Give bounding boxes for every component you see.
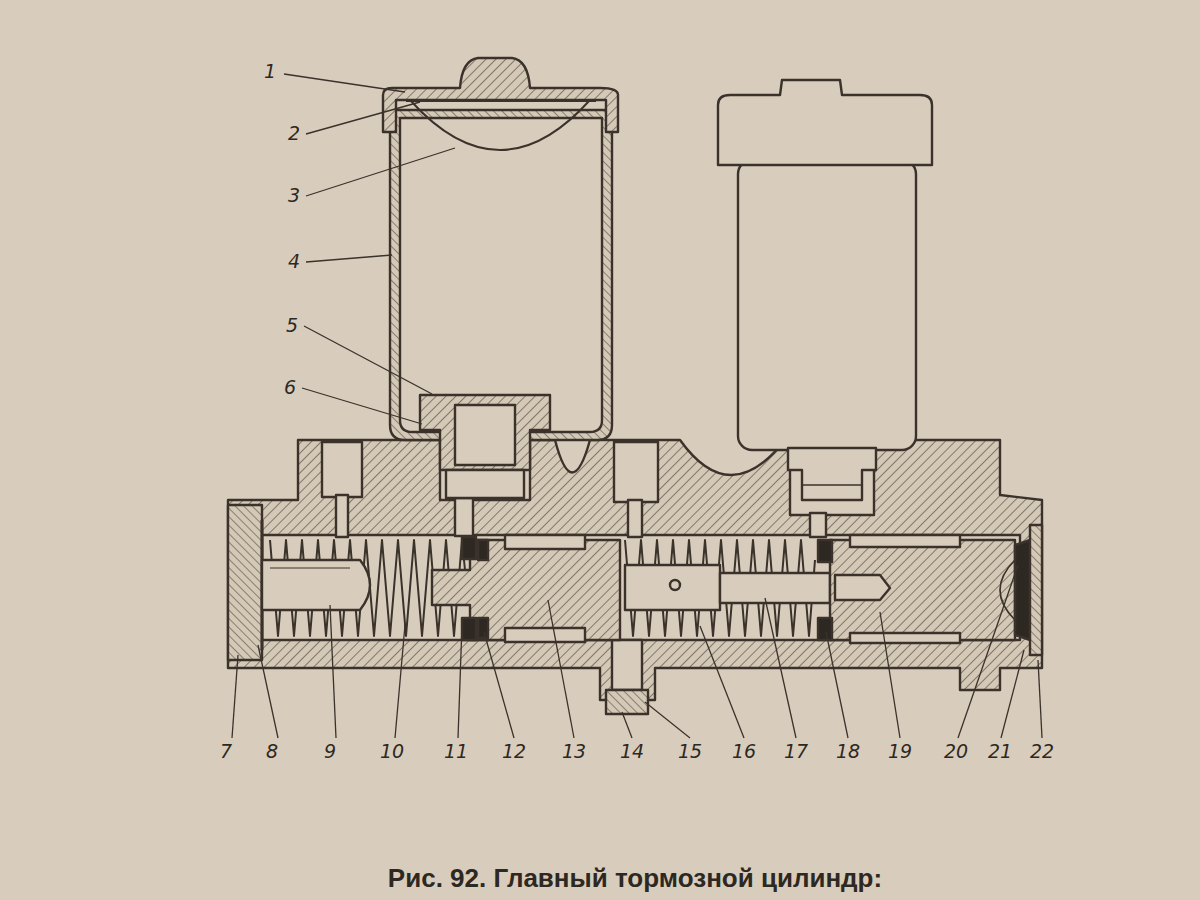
callout-number: 8 (266, 742, 278, 761)
callout-number: 21 (988, 742, 1012, 761)
callout-number: 11 (444, 742, 468, 761)
callout-number: 22 (1030, 742, 1054, 761)
callout-number: 9 (324, 742, 336, 761)
callout-number: 17 (784, 742, 808, 761)
callout-number: 14 (620, 742, 644, 761)
callout-number: 10 (380, 742, 404, 761)
figure-caption: Рис. 92. Главный тормозной цилиндр: (388, 864, 882, 893)
callout-number: 2 (288, 124, 300, 143)
callout-number: 7 (220, 742, 232, 761)
callout-number: 15 (678, 742, 702, 761)
callout-number: 20 (944, 742, 968, 761)
callout-number: 12 (502, 742, 526, 761)
callout-number: 1 (264, 62, 276, 81)
callout-number: 13 (562, 742, 586, 761)
callout-number: 6 (284, 378, 296, 397)
callout-number: 18 (836, 742, 860, 761)
callout-number: 3 (288, 186, 300, 205)
callout-number: 16 (732, 742, 756, 761)
callout-number: 19 (888, 742, 912, 761)
callout-number: 5 (286, 316, 298, 335)
callout-number: 4 (288, 252, 300, 271)
